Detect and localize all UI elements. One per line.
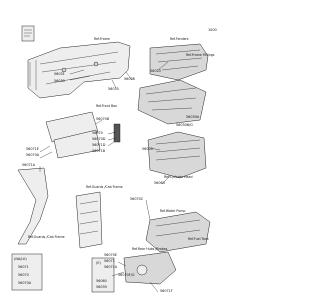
diagram-canvas: 1000 [11, 25, 217, 293]
box-bracket-note: (E) [96, 261, 101, 265]
part-number: 56030B/G [176, 123, 193, 127]
part-number: 56035 [108, 87, 119, 91]
rear-hub-part [123, 251, 177, 285]
box-part: 56071 [18, 265, 29, 269]
part-number: 56030 [54, 79, 65, 83]
part-number: 56070F/G [118, 273, 135, 277]
fender-part [149, 43, 209, 81]
leader-lines [39, 61, 171, 293]
ref-fenders: Ref.Fenders [170, 37, 189, 41]
ref-frame-fittings: Ref.Frame Fittings [186, 53, 215, 57]
part-number: 56063 [154, 181, 165, 185]
part-number: 56039 [96, 285, 107, 289]
part-number: 56071F [160, 289, 173, 293]
parts-diagram: 1000 [11, 25, 217, 293]
ref-fuel-tank: Ref.Fuel Tank [188, 237, 209, 241]
ref-frame: Ref.Frame [94, 37, 110, 41]
ref-guards-cab-frame-upper: Ref.Guards /Cab Frame [86, 185, 123, 189]
part-number: 56070E [104, 253, 117, 257]
part-number: 56020 [150, 69, 161, 73]
part-number: 56031 [54, 72, 65, 76]
ref-front-box: Ref.Front Box [96, 104, 117, 108]
box-part: 56070A [18, 281, 32, 285]
variant-box [11, 253, 43, 291]
diagram-code: 1000 [208, 28, 217, 32]
part-number: 56070A [26, 153, 40, 157]
part-number: 56070D [92, 137, 106, 141]
part-number: 56070C [130, 197, 144, 201]
ref-water-pump: Ref.Water Pump [160, 209, 185, 213]
box-note: (NA/LK) [14, 257, 27, 261]
box-part: 56070 [18, 273, 29, 277]
part-number: 56020 [142, 147, 153, 151]
part-number: 56071D [92, 143, 106, 147]
cab-frame-part [17, 167, 49, 245]
front-box-part [137, 79, 207, 125]
part-number: 56071A [104, 265, 118, 269]
guard-panel [75, 191, 103, 249]
diagram-logo [21, 25, 35, 42]
ref-guards-cab-frame-lower: Ref.Guards /Cab Frame [28, 235, 65, 239]
engine-part [147, 131, 207, 179]
ref-cylinder-head: Ref.Cylinder Head [164, 175, 192, 179]
part-number: 56070B [96, 117, 110, 121]
part-number: 56039A [186, 115, 200, 119]
part-number: 56071A [22, 163, 36, 167]
part-number: 56071E [26, 147, 39, 151]
ref-rear-hubs-brakes: Ref.Rear Hubs /Brakes [132, 247, 168, 251]
part-number: 56060 [96, 279, 107, 283]
part-number: 56038 [124, 77, 135, 81]
fuel-tank-part [145, 211, 211, 253]
part-number: 56071B [92, 149, 106, 153]
frame-part [27, 41, 131, 99]
part-number: 56070 [92, 131, 103, 135]
variant-box-e [91, 257, 115, 293]
front-decal-panel [45, 111, 121, 159]
part-number: 56071 [104, 259, 115, 263]
